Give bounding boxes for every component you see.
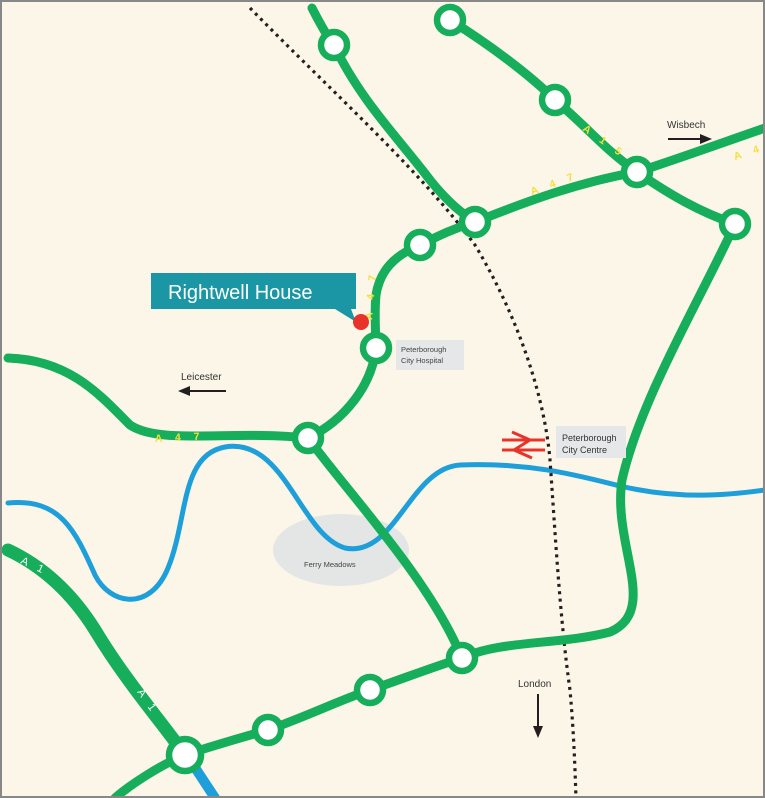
rightwell-house-label: Rightwell House	[168, 282, 313, 304]
railway-line	[248, 6, 578, 798]
road-a1	[1, 543, 192, 762]
road-southern-link	[303, 433, 467, 663]
hospital-label-box	[396, 340, 464, 370]
arrow-down-icon	[533, 694, 543, 738]
arrow-left-icon	[178, 386, 226, 396]
hospital-label-line1: Peterborough	[401, 345, 446, 354]
road-a47-northeast	[415, 167, 642, 250]
ferry-meadows-label: Ferry Meadows	[304, 560, 356, 569]
junction	[165, 735, 205, 775]
road-label-a47-west: A 4 7	[155, 430, 205, 445]
junction	[445, 641, 479, 675]
road-label-a47-north: A 4 7	[363, 270, 379, 321]
junction	[458, 205, 492, 239]
junction	[291, 421, 325, 455]
direction-label-london: London	[518, 679, 551, 690]
station-label-line2: City Centre	[562, 445, 607, 455]
junction	[359, 331, 393, 365]
location-pin-icon	[353, 314, 369, 330]
rightwell-house-callout: Rightwell House	[151, 273, 356, 322]
ferry-meadows-park	[273, 514, 409, 586]
junction	[317, 28, 351, 62]
junction	[353, 673, 387, 707]
road-eastern-ring	[457, 219, 740, 663]
junction	[620, 155, 654, 189]
direction-label-wisbech: Wisbech	[667, 120, 705, 131]
junction	[433, 3, 467, 37]
road-a47-west	[3, 353, 313, 443]
hospital-label-line2: City Hospital	[401, 356, 443, 365]
junction	[251, 713, 285, 747]
junction	[718, 207, 752, 241]
national-rail-icon	[502, 430, 545, 460]
road-southern-arc	[180, 653, 467, 760]
junction	[403, 228, 437, 262]
station-label-box	[556, 426, 626, 458]
river-nene	[5, 443, 765, 602]
direction-label-leicester: Leicester	[181, 372, 222, 383]
station-label-line1: Peterborough	[562, 433, 617, 443]
arrow-right-icon	[668, 134, 712, 144]
junction	[538, 83, 572, 117]
